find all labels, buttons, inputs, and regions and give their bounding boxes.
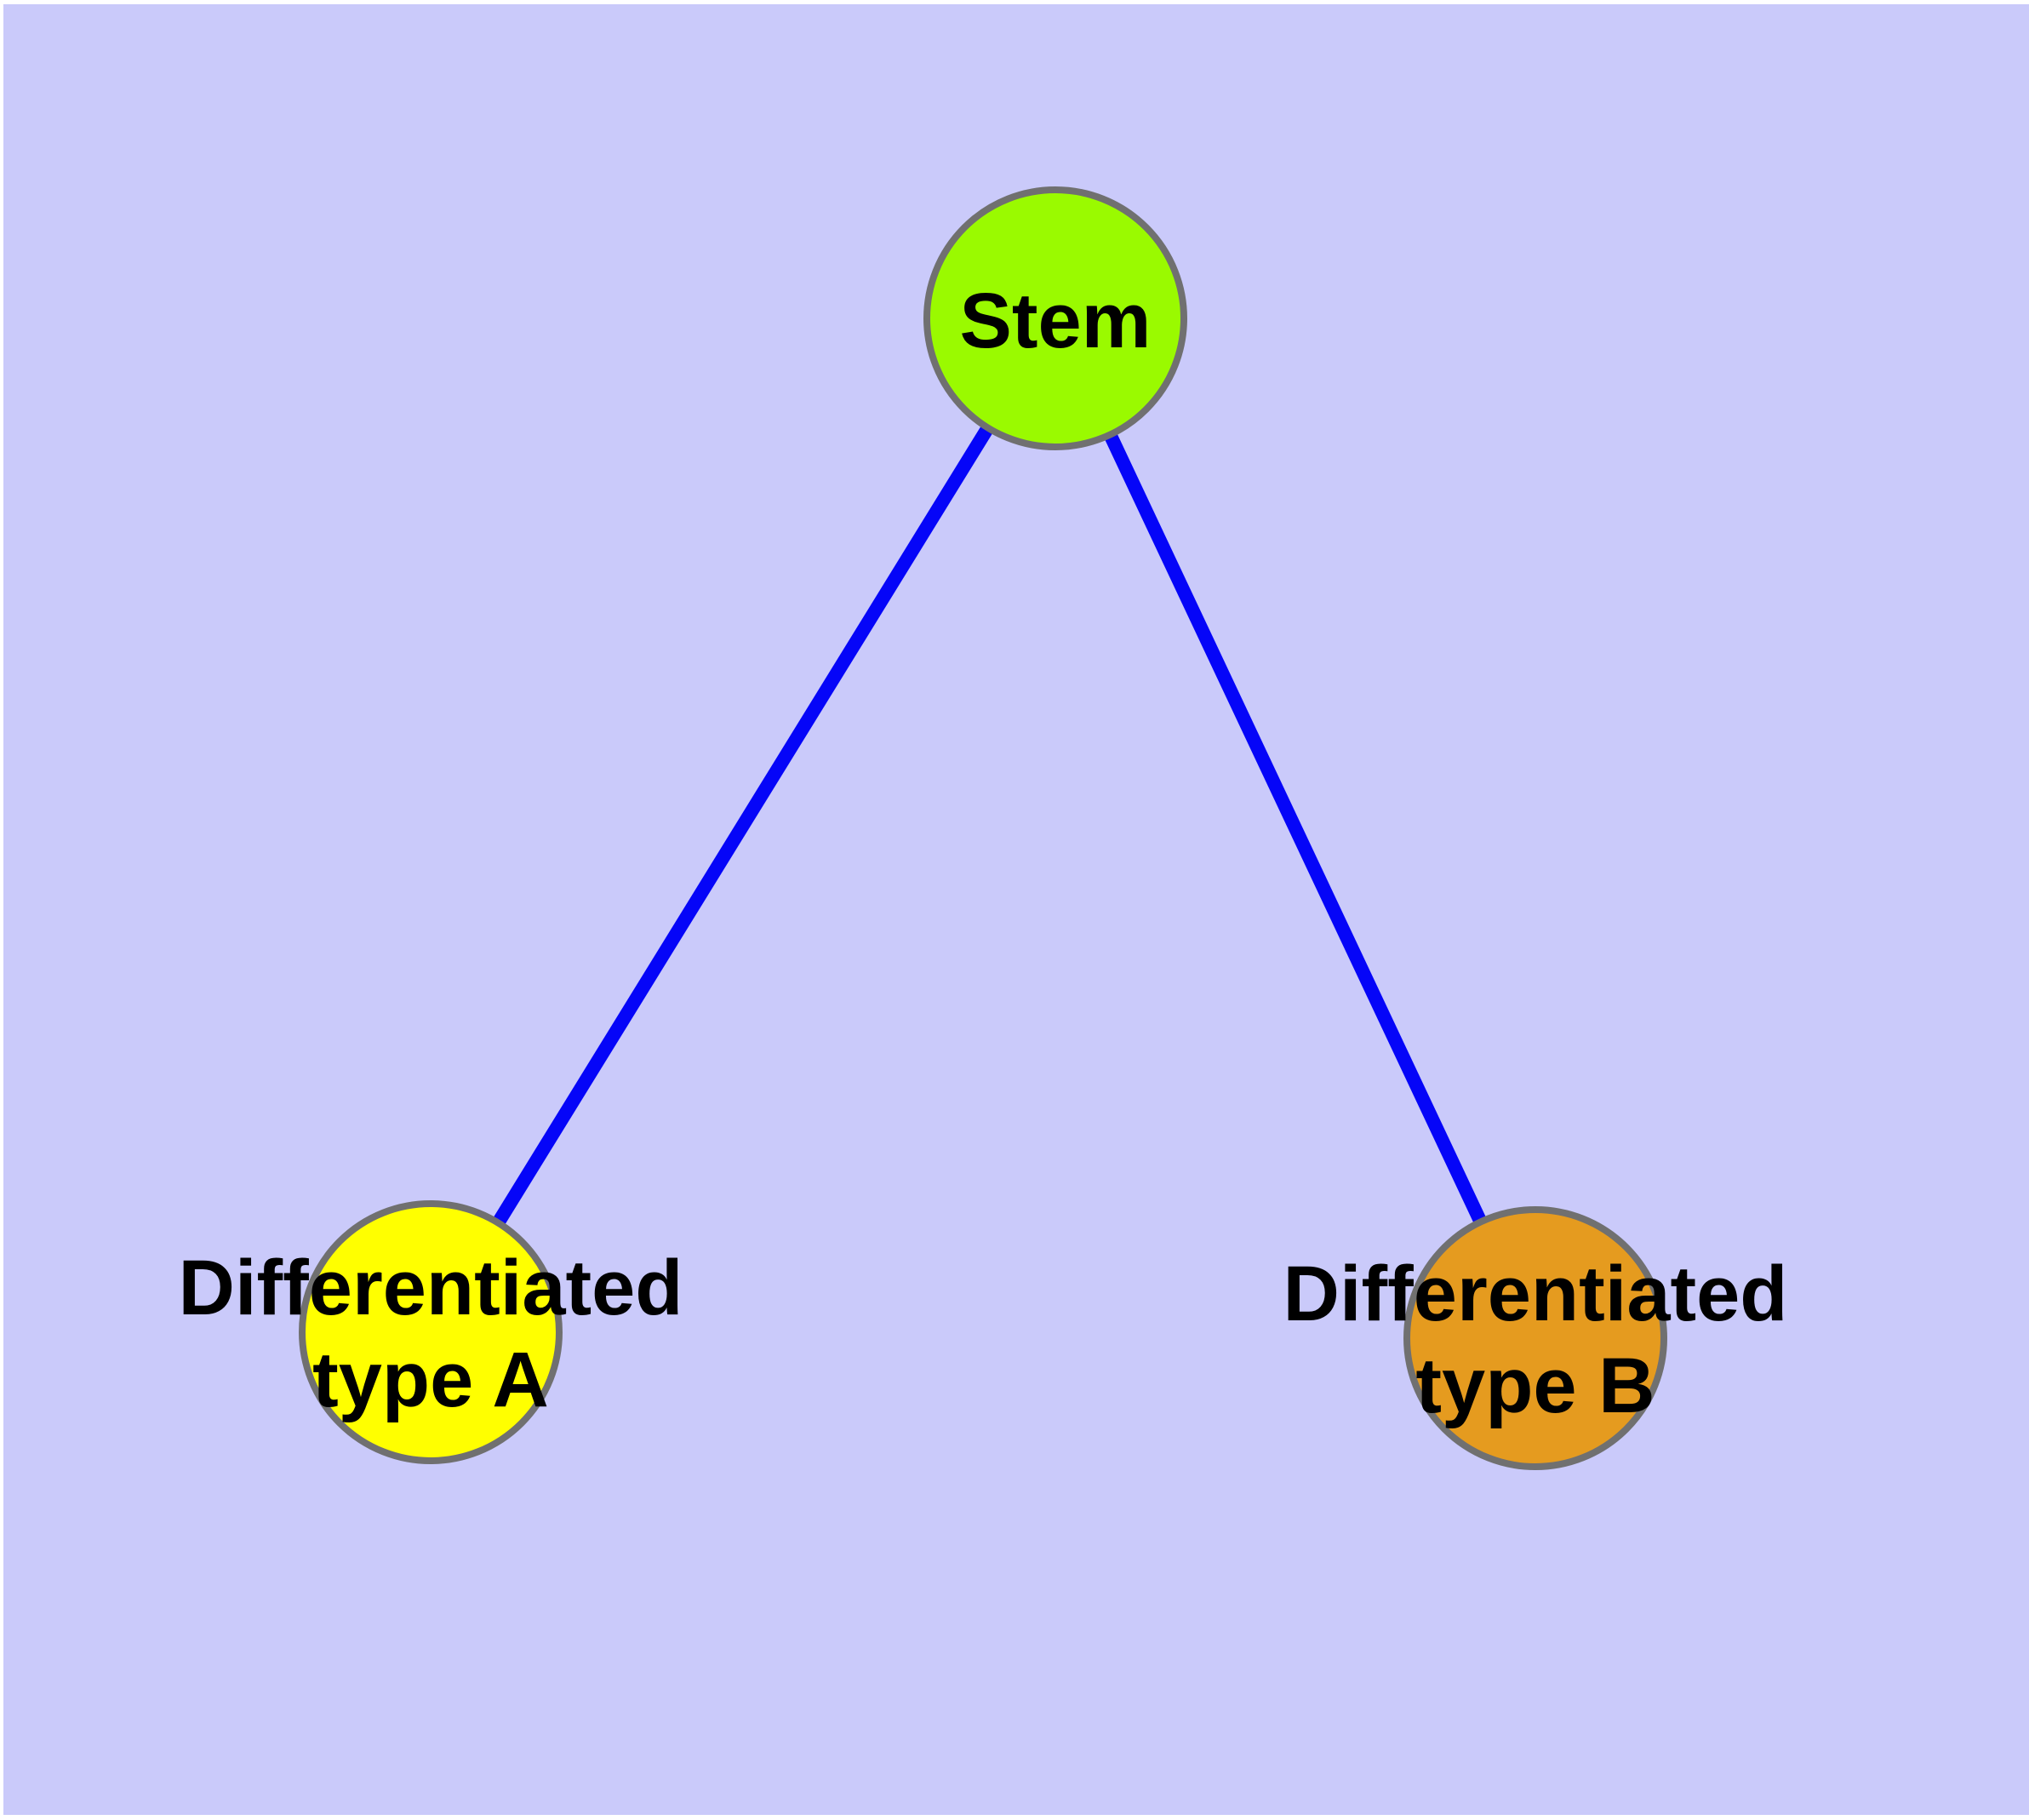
node-stem-label: Stem <box>960 278 1152 364</box>
node-type-b-label-line2: type B <box>1415 1342 1655 1429</box>
edge-stem-to-type-a <box>425 314 1061 1336</box>
node-type-a-label-line2: type A <box>312 1336 549 1423</box>
node-type-a-label-line1: Differentiated <box>179 1245 683 1331</box>
node-differentiated-type-b <box>1403 1206 1667 1470</box>
node-differentiated-type-a <box>299 1200 563 1464</box>
node-stem <box>923 186 1187 450</box>
node-type-b-label-line1: Differentiated <box>1283 1251 1788 1337</box>
edge-stem-to-type-b <box>1049 315 1542 1342</box>
